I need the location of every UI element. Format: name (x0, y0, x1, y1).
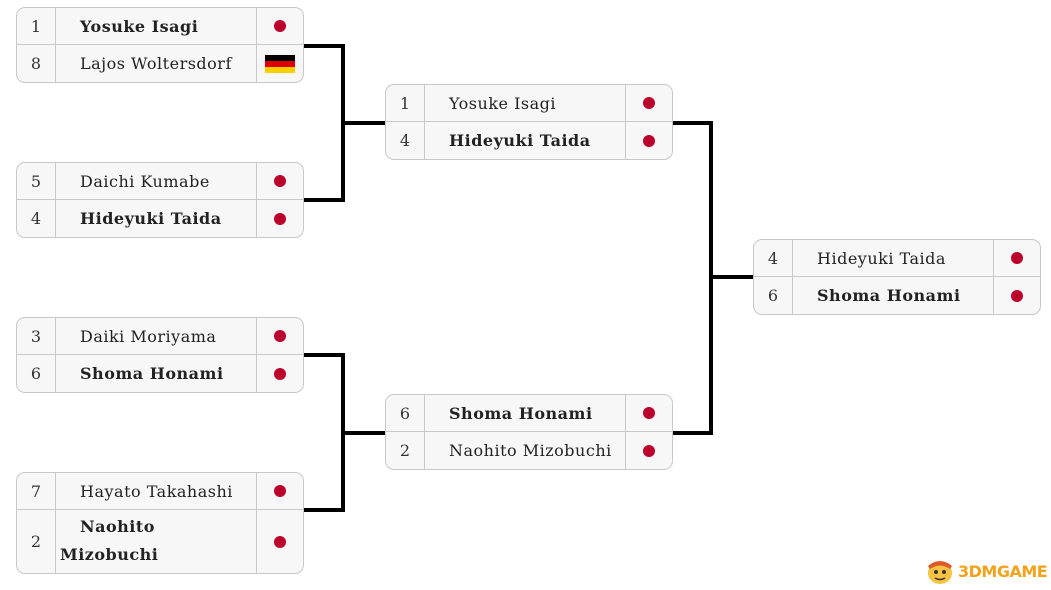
player-name: Shoma Honami (449, 403, 593, 423)
seed: 2 (386, 432, 425, 469)
japan-flag-icon (643, 444, 655, 457)
player-row: 4 Hideyuki Taida (753, 239, 1041, 277)
player-row: 3 Daiki Moriyama (16, 317, 304, 355)
match-r1m4: 7 Hayato Takahashi 2 Naohito Mizobuchi (16, 472, 304, 574)
seed: 5 (17, 163, 56, 199)
japan-flag-icon (1011, 252, 1023, 264)
flag-cell (256, 355, 303, 392)
flag-cell (625, 432, 672, 469)
flag-cell (256, 45, 303, 82)
flag-cell (256, 163, 303, 199)
player-name: Shoma Honami (817, 286, 961, 305)
player-row: 6 Shoma Honami (753, 277, 1041, 315)
flag-cell (256, 200, 303, 237)
japan-flag-icon (1011, 289, 1023, 302)
player-name: Shoma Honami (80, 364, 224, 383)
player-row: 1 Yosuke Isagi (16, 7, 304, 45)
seed: 4 (754, 240, 793, 276)
player-name: Yosuke Isagi (449, 93, 556, 113)
flag-cell (256, 510, 303, 573)
germany-flag-icon (265, 54, 295, 73)
flag-cell (993, 277, 1040, 314)
japan-flag-icon (274, 20, 286, 32)
player-name: Hideyuki Taida (817, 248, 946, 268)
seed: 7 (17, 473, 56, 509)
seed: 8 (17, 45, 56, 82)
japan-flag-icon (643, 134, 655, 147)
japan-flag-icon (643, 407, 655, 419)
player-name-line: Naohito (80, 517, 155, 536)
flag-cell (256, 473, 303, 509)
player-row: 7 Hayato Takahashi (16, 472, 304, 510)
seed: 1 (17, 8, 56, 44)
player-name: Naohito Mizobuchi (449, 441, 612, 460)
japan-flag-icon (274, 175, 286, 187)
player-row: 4 Hideyuki Taida (16, 200, 304, 238)
bracket-connector (673, 431, 713, 435)
bracket-connector (341, 121, 385, 125)
bracket-connector (673, 121, 713, 125)
match-r2m2: 6 Shoma Honami 2 Naohito Mizobuchi (385, 394, 673, 470)
player-row: 1 Yosuke Isagi (385, 84, 673, 122)
player-name: Lajos Woltersdorf (80, 54, 232, 73)
bracket-connector (304, 508, 345, 512)
bracket-connector (304, 353, 345, 357)
japan-flag-icon (274, 485, 286, 497)
seed: 1 (386, 85, 425, 121)
japan-flag-icon (274, 535, 286, 548)
seed: 6 (386, 395, 425, 431)
japan-flag-icon (274, 367, 286, 380)
seed: 6 (754, 277, 793, 314)
japan-flag-icon (274, 212, 286, 225)
flag-cell (256, 318, 303, 354)
bracket-connector (341, 431, 385, 435)
seed: 6 (17, 355, 56, 392)
player-row: 2 Naohito Mizobuchi (385, 432, 673, 470)
flag-cell (625, 395, 672, 431)
flag-cell (625, 122, 672, 159)
seed: 4 (386, 122, 425, 159)
player-row: 5 Daichi Kumabe (16, 162, 304, 200)
match-r1m1: 1 Yosuke Isagi 8 Lajos Woltersdorf (16, 7, 304, 83)
japan-flag-icon (643, 97, 655, 109)
player-row: 6 Shoma Honami (385, 394, 673, 432)
seed: 4 (17, 200, 56, 237)
match-r1m3: 3 Daiki Moriyama 6 Shoma Honami (16, 317, 304, 393)
player-name: Daiki Moriyama (80, 326, 217, 346)
player-name: Hideyuki Taida (80, 209, 222, 228)
seed: 3 (17, 318, 56, 354)
seed: 2 (17, 510, 56, 573)
match-r1m2: 5 Daichi Kumabe 4 Hideyuki Taida (16, 162, 304, 238)
player-name: Hayato Takahashi (80, 481, 233, 501)
flag-cell (625, 85, 672, 121)
bracket-connector (304, 44, 345, 48)
player-row: 6 Shoma Honami (16, 355, 304, 393)
watermark-text: 3DMGAME (958, 561, 1048, 581)
flag-cell (993, 240, 1040, 276)
flag-cell (256, 8, 303, 44)
bracket-connector (304, 198, 345, 202)
player-row: 2 Naohito Mizobuchi (16, 510, 304, 574)
player-name: Daichi Kumabe (80, 171, 210, 191)
player-name: Yosuke Isagi (80, 16, 199, 36)
bracket-connector (709, 275, 753, 279)
match-final: 4 Hideyuki Taida 6 Shoma Honami (753, 239, 1041, 315)
mascot-logo-icon (928, 561, 952, 584)
player-row: 4 Hideyuki Taida (385, 122, 673, 160)
player-row: 8 Lajos Woltersdorf (16, 45, 304, 83)
player-name-line: Mizobuchi (60, 545, 159, 564)
player-name: Naohito Mizobuchi (56, 510, 256, 573)
player-name: Hideyuki Taida (449, 131, 591, 150)
japan-flag-icon (274, 330, 286, 342)
match-r2m1: 1 Yosuke Isagi 4 Hideyuki Taida (385, 84, 673, 160)
watermark: 3DMGAME (924, 556, 1048, 586)
